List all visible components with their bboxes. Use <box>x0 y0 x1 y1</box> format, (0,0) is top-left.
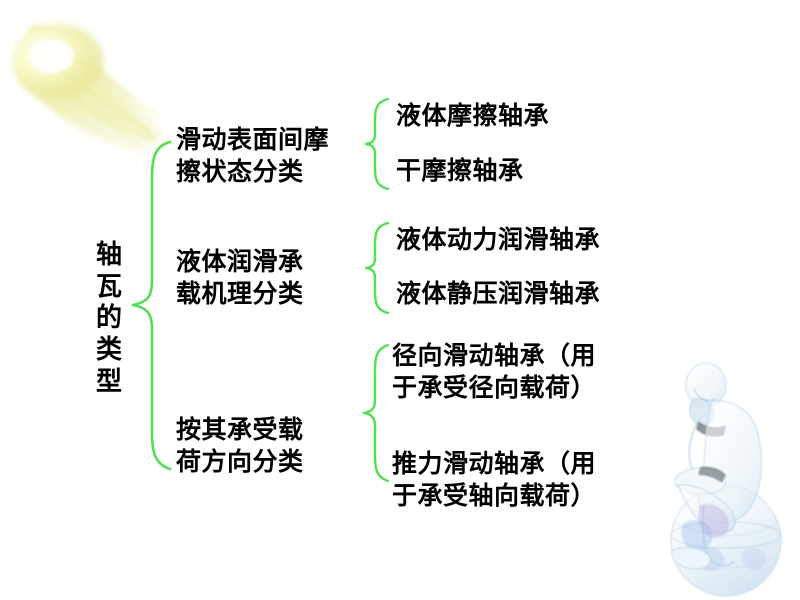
category-label-1: 滑动表面间摩 擦状态分类 <box>176 125 330 186</box>
category-label-2: 液体润滑承 载机理分类 <box>176 247 304 308</box>
root-label-char: 瓦 <box>95 271 122 302</box>
branch-brace-1 <box>362 96 392 192</box>
leaf-label-3: 液体动力润滑轴承 <box>396 225 601 254</box>
leaf-label-5: 径向滑动轴承（用 于承受径向载荷） <box>392 341 597 402</box>
leaf-label-1: 液体摩擦轴承 <box>396 101 550 130</box>
leaf-label-2: 干摩擦轴承 <box>396 156 524 185</box>
branch-brace-2 <box>362 220 392 316</box>
root-label-char: 轴 <box>95 240 122 270</box>
leaf-label-6: 推力滑动轴承（用 于承受轴向载荷） <box>392 449 597 510</box>
leaf-label-4: 液体静压润滑轴承 <box>396 279 601 308</box>
root-label-char: 的 <box>95 303 122 334</box>
root-label-char: 型 <box>95 366 122 397</box>
category-label-3: 按其承受载 荷方向分类 <box>176 415 304 476</box>
thinker-statue-watermark <box>650 355 800 600</box>
root-label-char: 类 <box>95 335 122 366</box>
root-brace <box>128 138 174 473</box>
root-label: 轴 瓦 的 类 型 <box>92 240 126 399</box>
